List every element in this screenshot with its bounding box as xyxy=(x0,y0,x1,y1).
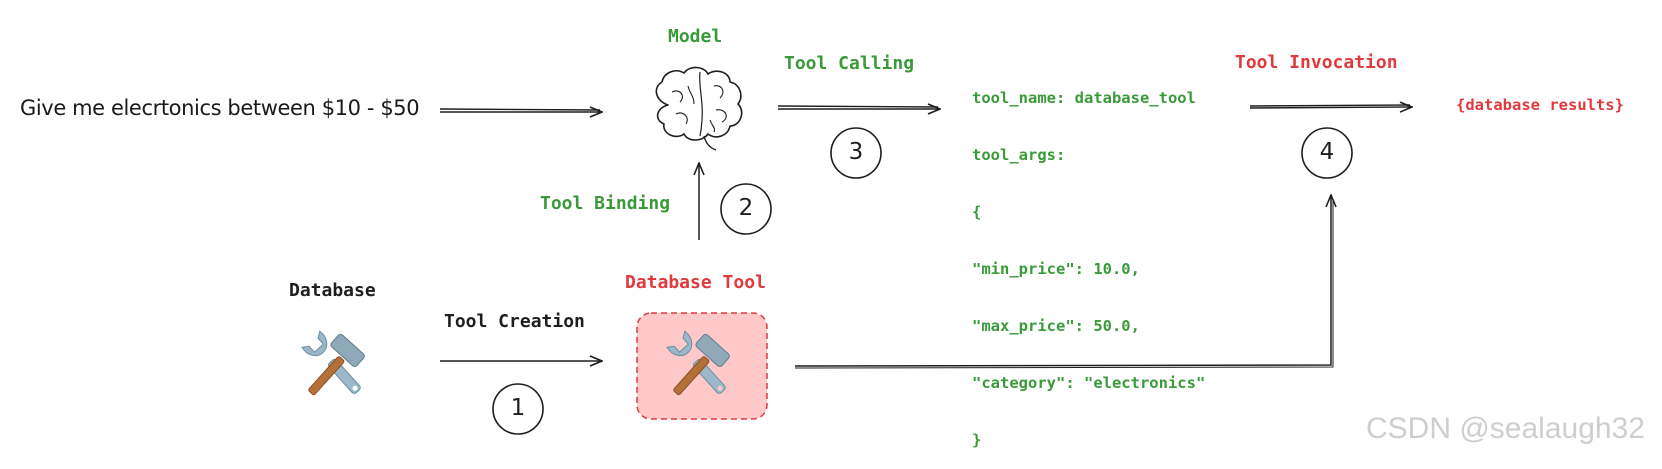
tool-creation-label: Tool Creation xyxy=(444,311,585,332)
database-tool-label: Database Tool xyxy=(625,272,766,293)
step-circle-3 xyxy=(830,127,882,179)
input-prompt: Give me elecrtonics between $10 - $50 xyxy=(20,96,420,120)
tool-call-line: tool_args: xyxy=(972,146,1066,164)
tool-call-line: "max_price": 50.0, xyxy=(972,317,1140,335)
tool-call-line: tool_name: database_tool xyxy=(972,89,1196,107)
tool-invocation-label: Tool Invocation xyxy=(1235,52,1398,73)
hammer-wrench-icon xyxy=(301,330,365,396)
tool-call-line: "min_price": 10.0, xyxy=(972,260,1140,278)
step-number-2: 2 xyxy=(738,195,754,221)
database-results: {database results} xyxy=(1456,96,1624,114)
tool-call-block: tool_name: database_tool tool_args: { "m… xyxy=(972,51,1205,469)
step-circle-4 xyxy=(1301,127,1353,179)
model-label: Model xyxy=(668,26,723,47)
arrow-toolcall-to-results xyxy=(1249,105,1412,108)
arrow-tool-to-invocation xyxy=(794,195,1333,369)
tool-binding-label: Tool Binding xyxy=(540,193,671,214)
step-number-1: 1 xyxy=(510,395,526,421)
step-circle-2 xyxy=(720,183,772,235)
arrow-model-to-toolcall xyxy=(777,106,940,109)
tool-call-line: } xyxy=(972,431,982,449)
tool-call-line: { xyxy=(972,203,982,221)
brain-icon xyxy=(655,66,743,151)
tool-calling-label: Tool Calling xyxy=(784,53,915,74)
step-number-4: 4 xyxy=(1319,139,1335,165)
watermark: CSDN @sealaugh32 xyxy=(1366,412,1645,445)
step-number-3: 3 xyxy=(848,139,864,165)
hammer-wrench-icon xyxy=(666,330,730,396)
database-label: Database xyxy=(289,280,376,301)
step-circle-1 xyxy=(492,383,544,435)
arrow-prompt-to-model xyxy=(439,109,602,112)
tool-call-line: "category": "electronics" xyxy=(972,374,1206,392)
